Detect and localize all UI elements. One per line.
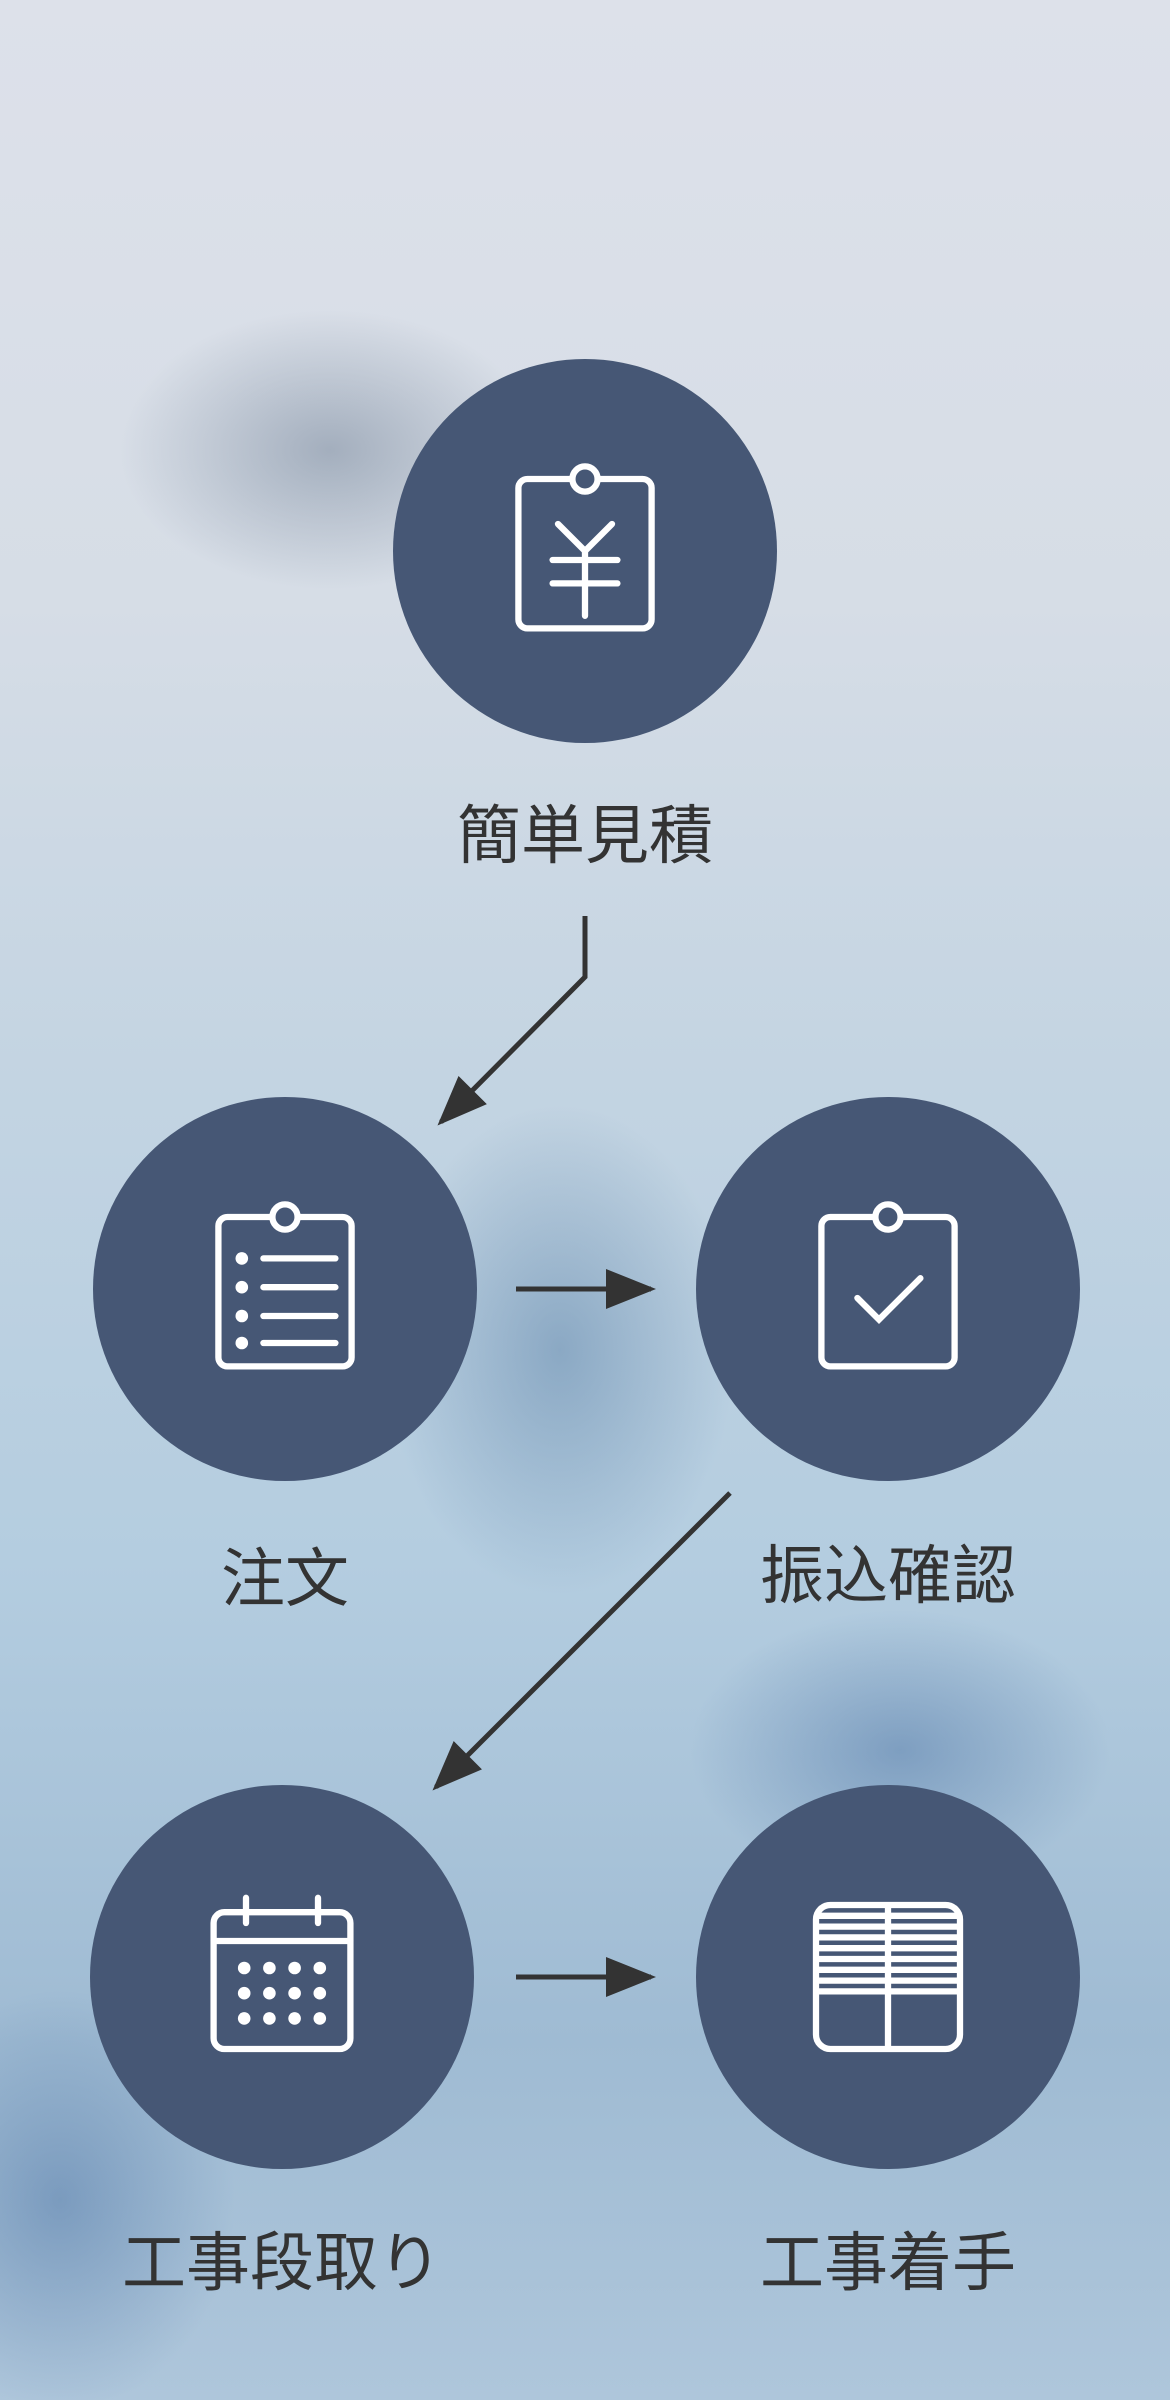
arrow-estimate-to-order	[437, 916, 588, 1126]
clipboard-list-icon	[215, 1201, 355, 1370]
arrow-payment-to-scheduling	[432, 1491, 732, 1791]
step-scheduling[interactable]	[90, 1785, 474, 2169]
step-label: 振込確認	[760, 1540, 1016, 1614]
clipboard-check-icon	[818, 1201, 958, 1370]
step-label: 注文	[221, 1543, 349, 1617]
step-label: 工事着手	[760, 2227, 1016, 2301]
step-estimate[interactable]	[393, 359, 777, 743]
clipboard-yen-icon	[515, 463, 655, 632]
step-label: 工事段取り	[122, 2227, 442, 2301]
step-order[interactable]	[93, 1097, 477, 1481]
calendar-icon	[210, 1894, 354, 2053]
step-label: 簡単見積	[457, 800, 713, 874]
step-construction-start[interactable]	[696, 1785, 1080, 2169]
window-blinds-icon	[812, 1901, 964, 2053]
step-payment-confirmation[interactable]	[696, 1097, 1080, 1481]
